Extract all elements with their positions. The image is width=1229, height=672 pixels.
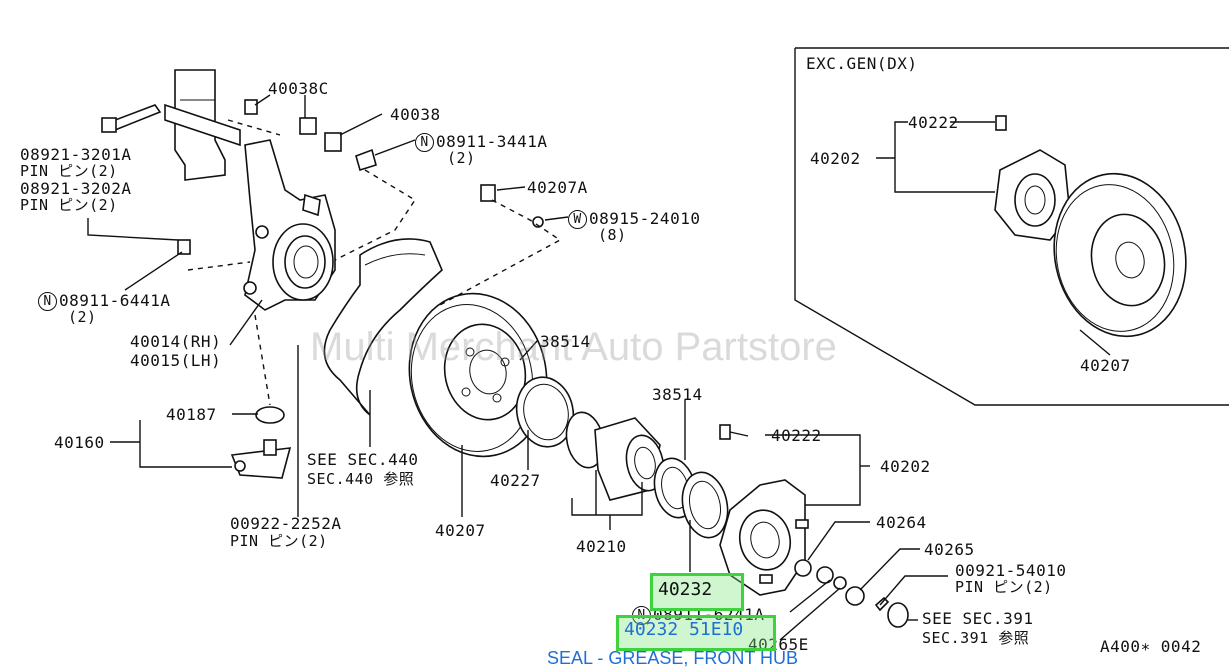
- leader-lines: [87, 94, 1111, 641]
- label-40264[interactable]: 40264: [876, 513, 927, 532]
- small-fasteners: [177, 115, 1007, 255]
- knuckle: [243, 139, 336, 311]
- snap-ring: [515, 376, 575, 448]
- label-40227[interactable]: 40227: [490, 471, 541, 490]
- part-number-text: 08911-3441A: [436, 132, 548, 151]
- desc-00922-2252a: PIN ピン(2): [230, 532, 328, 550]
- wheel-hub: [719, 424, 809, 596]
- label-38514-b[interactable]: 38514: [652, 385, 703, 404]
- w-circle-icon: W: [568, 210, 587, 229]
- desc-08921-3201a: PIN ピン(2): [20, 162, 118, 180]
- qty-08911-6441a: (2): [68, 308, 97, 326]
- grease-seals: [653, 457, 729, 539]
- strut-assembly: [101, 69, 258, 181]
- label-40207[interactable]: 40207: [435, 521, 486, 540]
- highlight-40232[interactable]: [650, 573, 744, 611]
- highlight-40232-text: 40232: [658, 579, 713, 600]
- label-40038[interactable]: 40038: [390, 105, 441, 124]
- label-40210[interactable]: 40210: [576, 537, 627, 556]
- inset-label-40207[interactable]: 40207: [1080, 356, 1131, 375]
- qty-08911-3441a: (2): [447, 149, 476, 167]
- label-40202[interactable]: 40202: [880, 457, 931, 476]
- part-number-text: 08915-24010: [589, 209, 701, 228]
- label-see-sec-440[interactable]: SEE SEC.440: [307, 450, 419, 469]
- part-caption: SEAL - GREASE, FRONT HUB: [547, 648, 799, 668]
- label-40014[interactable]: 40014(RH): [130, 332, 222, 351]
- label-see-sec-391[interactable]: SEE SEC.391: [922, 609, 1034, 628]
- label-08921-3201a[interactable]: 08921-3201A: [20, 145, 132, 164]
- brake-rotor: [408, 292, 548, 458]
- desc-08921-3202a: PIN ピン(2): [20, 196, 118, 214]
- label-40207a[interactable]: 40207A: [527, 178, 588, 197]
- label-40265[interactable]: 40265: [924, 540, 975, 559]
- inset-title: EXC.GEN(DX): [806, 54, 918, 73]
- highlight-40232-51e10[interactable]: [616, 615, 776, 651]
- label-40015[interactable]: 40015(LH): [130, 351, 222, 370]
- diagram-code: A400∗ 0042: [1100, 637, 1202, 656]
- part-number-text: 08911-6441A: [59, 291, 171, 310]
- nuts-washers: [794, 559, 909, 628]
- inset-hub-rotor: [994, 149, 1187, 338]
- label-00922-2252a[interactable]: 00922-2252A: [230, 514, 342, 533]
- label-40160[interactable]: 40160: [54, 433, 105, 452]
- dust-cover: [323, 238, 443, 416]
- label-40038c[interactable]: 40038C: [268, 79, 329, 98]
- qty-08915-24010: (8): [598, 226, 627, 244]
- wheel-bearing: [565, 411, 665, 501]
- inset-label-40222[interactable]: 40222: [908, 113, 959, 132]
- n-circle-icon: N: [415, 133, 434, 152]
- highlight-40232-51e10-text: 40232 51E10: [624, 619, 744, 640]
- n-circle-icon: N: [38, 292, 57, 311]
- label-08921-3202a[interactable]: 08921-3202A: [20, 179, 132, 198]
- label-40187[interactable]: 40187: [166, 405, 217, 424]
- label-38514-a[interactable]: 38514: [540, 332, 591, 351]
- label-00921-54010[interactable]: 00921-54010: [955, 561, 1067, 580]
- label-40222[interactable]: 40222: [771, 426, 822, 445]
- inset-label-40202[interactable]: 40202: [810, 149, 861, 168]
- label-see-sec-391-jp: SEC.391 参照: [922, 629, 1030, 647]
- watermark: Multi Merchant Auto Partstore: [310, 325, 837, 369]
- assembly-lines: [187, 119, 562, 406]
- label-see-sec-440-jp: SEC.440 参照: [307, 470, 415, 488]
- ball-joint: [230, 406, 292, 479]
- desc-00921-54010: PIN ピン(2): [955, 578, 1053, 596]
